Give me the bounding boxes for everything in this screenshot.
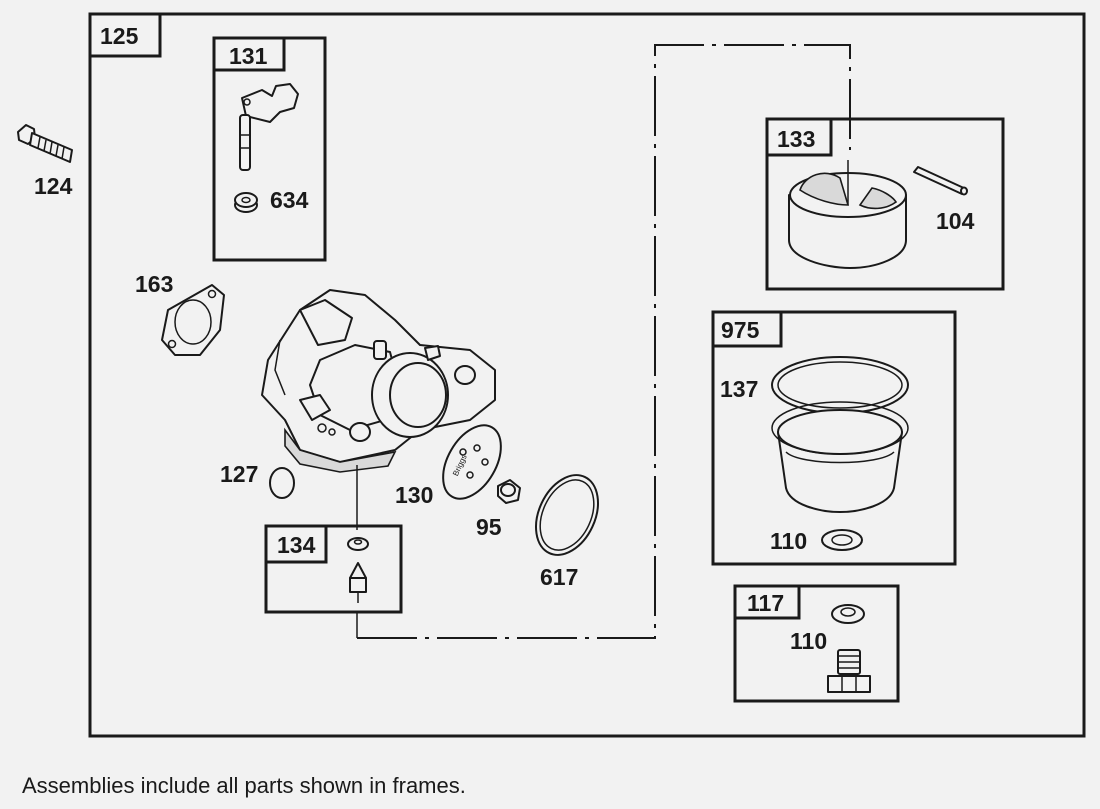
frame-134 xyxy=(264,524,403,614)
bowl-137 xyxy=(771,356,909,513)
frame-125-tag-box xyxy=(88,12,162,58)
footer-caption: Assemblies include all parts shown in fr… xyxy=(22,773,466,798)
label-110-b: 110 xyxy=(790,628,827,654)
seal-634 xyxy=(234,192,258,213)
frame-133 xyxy=(765,117,1005,291)
label-137: 137 xyxy=(720,376,758,402)
frame-117-tag-box xyxy=(733,584,801,620)
frame-131-tag: 131 xyxy=(229,43,268,69)
frame-125-tag: 125 xyxy=(100,23,139,49)
frame-131-tag-box xyxy=(212,36,286,72)
inlet-needle xyxy=(349,562,367,603)
oring-617 xyxy=(535,474,599,556)
plug-127 xyxy=(269,467,295,499)
frame-975-tag-box xyxy=(711,310,783,348)
frame-975 xyxy=(711,310,957,566)
frame-133-tag: 133 xyxy=(777,126,815,152)
plate-130: Briggs xyxy=(442,424,502,500)
pin-104 xyxy=(913,166,968,196)
label-110-a: 110 xyxy=(770,528,807,554)
float-133 xyxy=(788,160,907,269)
label-163: 163 xyxy=(135,271,173,297)
washer-110-b xyxy=(831,604,865,624)
frame-117-tag: 117 xyxy=(747,590,784,616)
label-104: 104 xyxy=(936,208,975,234)
label-130: 130 xyxy=(395,482,433,508)
frame-134-tag: 134 xyxy=(277,532,316,558)
frame-975-tag: 975 xyxy=(721,317,760,343)
needle-seat xyxy=(347,537,369,551)
choke-shaft xyxy=(239,83,299,171)
frame-117 xyxy=(733,584,900,703)
carburetor-body xyxy=(261,289,496,473)
label-95: 95 xyxy=(476,514,502,540)
label-124: 124 xyxy=(34,173,73,199)
washer-110-a xyxy=(821,529,863,551)
bolt-124 xyxy=(17,124,73,163)
connector-line xyxy=(357,44,851,639)
bowl-bolt xyxy=(827,649,871,693)
label-127: 127 xyxy=(220,461,258,487)
screw-95 xyxy=(497,479,521,504)
gasket-163 xyxy=(161,284,225,356)
frame-134-tag-box xyxy=(264,524,328,564)
label-617: 617 xyxy=(540,564,578,590)
frame-125 xyxy=(88,12,1086,738)
frame-133-tag-box xyxy=(765,117,833,157)
label-634: 634 xyxy=(270,187,309,213)
